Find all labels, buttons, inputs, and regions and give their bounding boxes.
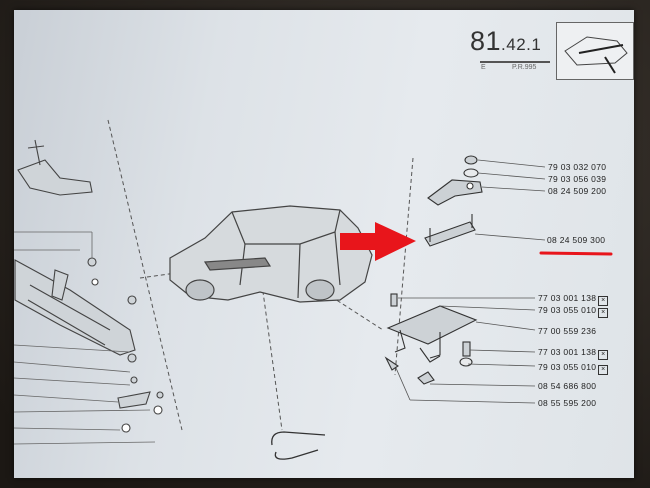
dashed-guide-bottom <box>259 269 283 431</box>
dashed-guide-plate <box>289 269 384 331</box>
part-number: 77 03 001 138× <box>538 293 609 306</box>
title-underline <box>480 61 550 63</box>
part-number: 79 03 032 070 <box>548 162 607 172</box>
red-arrow-icon <box>340 222 416 261</box>
boxed-mark: × <box>598 296 609 306</box>
locator-car-icon <box>564 36 628 74</box>
part-number: 79 03 055 010× <box>538 362 609 375</box>
part-number: 08 54 686 800 <box>538 381 597 391</box>
boxed-mark: × <box>598 365 609 375</box>
car-body-drawing <box>169 205 373 303</box>
left-assembly-drawing <box>14 139 164 433</box>
pr-label: P.R.995 <box>512 64 537 71</box>
u-bolt-drawing <box>271 431 326 460</box>
exhaust-support-plate-drawing <box>384 293 478 385</box>
part-number: 77 03 001 138× <box>538 347 609 360</box>
edition-label: E <box>481 64 486 71</box>
locator-thumbnail <box>556 22 634 80</box>
part-number: 77 00 559 236 <box>538 326 597 336</box>
part-number: 08 24 509 200 <box>548 186 607 196</box>
boxed-mark: × <box>598 350 609 360</box>
page-section-number: 81.42.1 <box>470 26 542 56</box>
part-number: 79 03 056 039 <box>548 174 607 184</box>
mounting-bracket-drawing <box>424 155 483 247</box>
boxed-mark: × <box>598 308 609 318</box>
dashed-guide-right <box>394 157 414 376</box>
part-number-highlighted: 08 24 509 300 <box>547 235 606 245</box>
part-number: 79 03 055 010× <box>538 305 609 318</box>
part-number: 08 55 595 200 <box>538 398 597 408</box>
red-underline <box>539 251 613 256</box>
